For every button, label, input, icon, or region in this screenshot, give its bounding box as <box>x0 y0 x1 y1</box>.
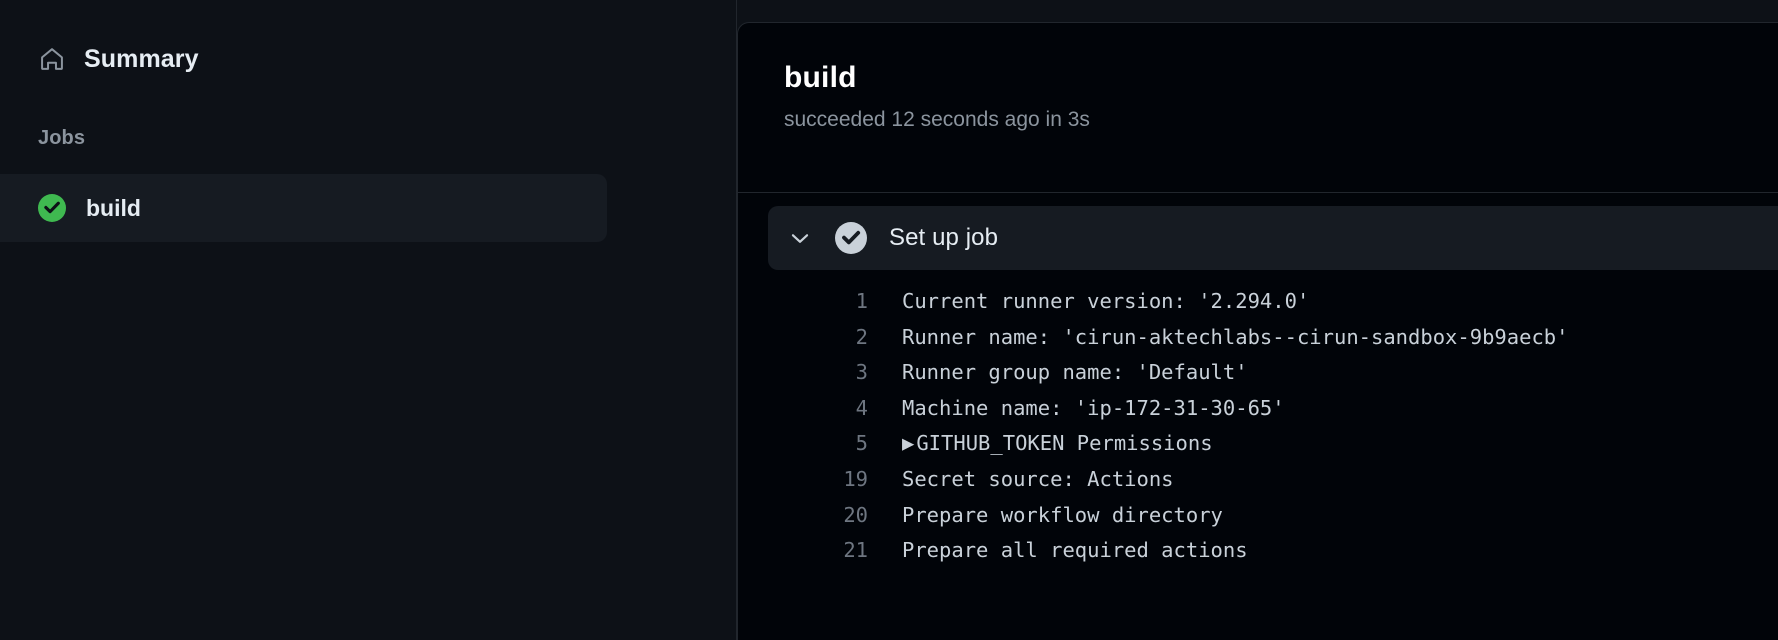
log-line[interactable]: 1 Current runner version: '2.294.0' <box>738 284 1778 320</box>
chevron-down-icon[interactable] <box>787 225 813 251</box>
log-line-content: Machine name: 'ip-172-31-30-65' <box>902 395 1285 420</box>
log-line-number: 20 <box>843 502 868 527</box>
log-line-number: 1 <box>855 289 868 313</box>
sidebar-item-job-build[interactable]: build <box>0 174 607 242</box>
log-line-number: 5 <box>855 431 868 456</box>
home-icon <box>38 45 66 73</box>
jobs-heading: Jobs <box>38 127 86 149</box>
log-line-content: Secret source: Actions <box>902 466 1174 491</box>
jobs-sidebar: Summary Jobs build <box>0 0 737 640</box>
log-line-number: 3 <box>855 360 868 385</box>
check-circle-fill-icon <box>38 194 66 222</box>
job-panel: build succeeded 12 seconds ago in 3s Set… <box>737 22 1778 640</box>
log-output[interactable]: 1 Current runner version: '2.294.0' 2 Ru… <box>738 270 1778 569</box>
log-line-number: 19 <box>843 466 868 491</box>
log-line[interactable]: 21 Prepare all required actions <box>738 533 1778 569</box>
job-label: build <box>86 194 141 221</box>
log-line-group-collapsed[interactable]: 5 ▶GITHUB_TOKEN Permissions <box>738 426 1778 462</box>
check-circle-icon <box>835 222 867 254</box>
page-title: build <box>784 61 857 94</box>
log-line[interactable]: 2 Runner name: 'cirun-aktechlabs--cirun-… <box>738 320 1778 356</box>
step-header-set-up-job[interactable]: Set up job <box>768 206 1778 270</box>
job-detail-panel: build succeeded 12 seconds ago in 3s Set… <box>737 0 1778 640</box>
log-line-number: 2 <box>855 324 868 349</box>
log-line-content: GITHUB_TOKEN Permissions <box>916 431 1213 456</box>
log-line-number: 21 <box>843 538 868 563</box>
job-header: build succeeded 12 seconds ago in 3s <box>738 23 1778 193</box>
step-title: Set up job <box>889 224 999 251</box>
sidebar-item-summary[interactable]: Summary <box>0 36 737 82</box>
log-line[interactable]: 20 Prepare workflow directory <box>738 498 1778 534</box>
log-line-content: Prepare workflow directory <box>902 502 1223 527</box>
log-group-row[interactable]: ▶GITHUB_TOKEN Permissions <box>868 426 1213 462</box>
sidebar-item-summary-label: Summary <box>84 44 199 73</box>
log-line[interactable]: 3 Runner group name: 'Default' <box>738 355 1778 391</box>
jobs-list: build <box>0 174 737 242</box>
log-line[interactable]: 4 Machine name: 'ip-172-31-30-65' <box>738 391 1778 427</box>
log-line-content: Current runner version: '2.294.0' <box>902 289 1310 313</box>
log-line-content: Runner group name: 'Default' <box>902 360 1248 385</box>
log-line-content: Runner name: 'cirun-aktechlabs--cirun-sa… <box>902 324 1569 349</box>
log-line-content: Prepare all required actions <box>902 538 1248 563</box>
job-status-summary: succeeded 12 seconds ago in 3s <box>784 108 1090 131</box>
log-line[interactable]: 19 Secret source: Actions <box>738 462 1778 498</box>
log-line-number: 4 <box>855 395 868 420</box>
triangle-right-icon[interactable]: ▶ <box>902 431 915 456</box>
